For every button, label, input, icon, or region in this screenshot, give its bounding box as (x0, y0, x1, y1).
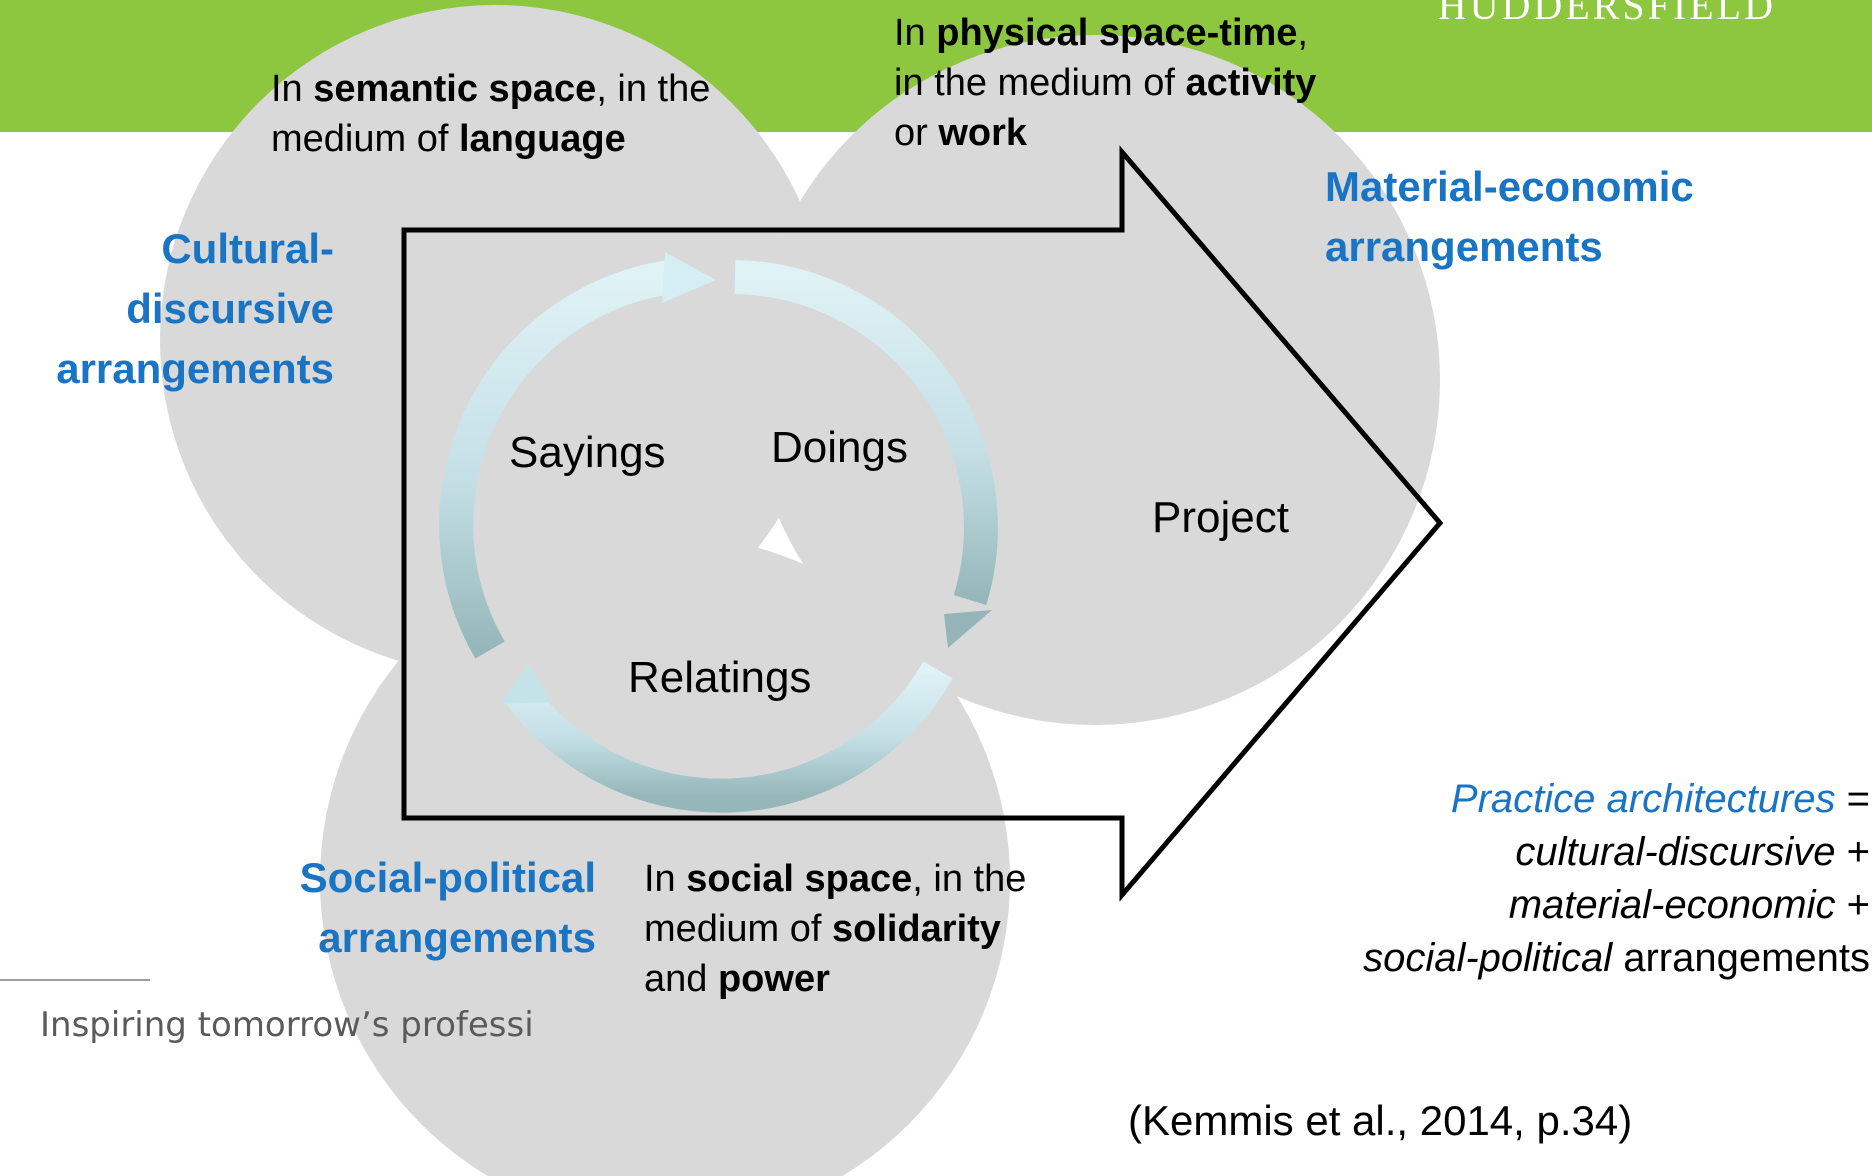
project-arrow (401, 145, 1444, 902)
arrowhead-sayings (662, 252, 716, 303)
social-space-text: In social space, in the medium of solida… (644, 858, 1027, 1000)
cycle-arrow-relatings (503, 661, 953, 813)
practice-cycle (439, 260, 998, 813)
social-space-circle (320, 535, 1010, 1176)
practice-architectures-term: Practice architectures (1450, 777, 1836, 821)
citation: (Kemmis et al., 2014, p.34) (1128, 1097, 1633, 1144)
cycle-arrow-doings (734, 260, 998, 605)
footer-divider (0, 979, 150, 981)
doings-label: Doings (771, 423, 908, 472)
relatings-label: Relatings (628, 653, 812, 702)
arrowhead-relatings (500, 664, 552, 704)
physical-space-text: In physical space-time, in the medium of… (894, 12, 1317, 154)
sayings-label: Sayings (509, 428, 666, 477)
material-economic-label: Material-economic arrangements (1325, 163, 1694, 270)
arrowhead-doings (944, 610, 992, 648)
project-label: Project (1152, 493, 1289, 542)
cycle-arrow-sayings (439, 260, 673, 659)
cultural-discursive-label: Cultural- discursive arrangements (56, 225, 334, 392)
social-political-label: Social-political arrangements (299, 854, 596, 961)
footer-tagline: Inspiring tomorrow’s professi (40, 1005, 534, 1045)
practice-architectures-definition: Practice architectures = cultural-discur… (1363, 777, 1870, 980)
semantic-space-text: In semantic space, in the medium of lang… (271, 68, 711, 160)
semantic-space-circle (160, 5, 830, 675)
physical-space-circle (750, 35, 1440, 725)
university-logo-text: HUDDERSFIELD (1437, 0, 1776, 28)
